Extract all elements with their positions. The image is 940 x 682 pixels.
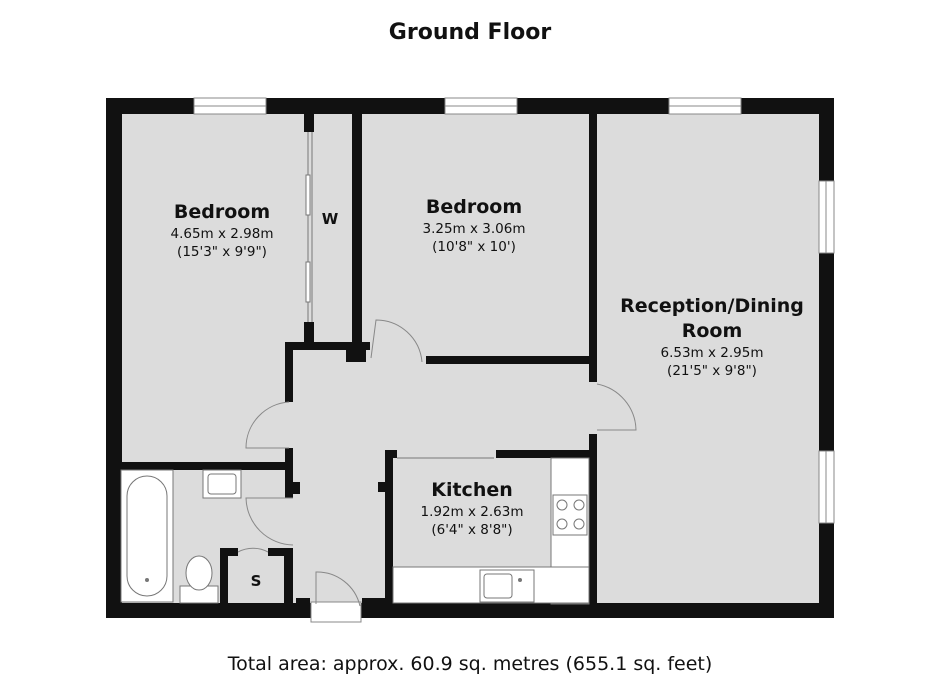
room-dimensions-metric: 4.65m x 2.98m: [171, 226, 274, 242]
room-dimensions-metric: 1.92m x 2.63m: [421, 504, 524, 520]
entrance-door-threshold: [310, 601, 362, 623]
interior-walls: [112, 112, 597, 608]
room-reception-dining: Reception/Dining Room 6.53m x 2.95m (21'…: [620, 295, 804, 379]
room-dimensions-metric: 3.25m x 3.06m: [423, 221, 526, 237]
page-title: Ground Floor: [388, 20, 552, 45]
room-name: Bedroom: [426, 196, 522, 218]
total-area: Total area: approx. 60.9 sq. metres (655…: [227, 653, 713, 675]
room-dimensions-imperial: (6'4" x 8'8"): [431, 522, 512, 538]
storage-label: S: [251, 572, 262, 590]
room-dimensions-metric: 6.53m x 2.95m: [661, 345, 764, 361]
room-dimensions-imperial: (21'5" x 9'8"): [667, 363, 757, 379]
bathroom-fixtures: [120, 469, 242, 604]
room-dimensions-imperial: (15'3" x 9'9"): [177, 244, 267, 260]
room-name: Bedroom: [174, 201, 270, 223]
room-kitchen: Kitchen 1.92m x 2.63m (6'4" x 8'8"): [421, 479, 524, 538]
room-name: Kitchen: [431, 479, 513, 501]
windows: [193, 97, 835, 524]
room-dimensions-imperial: (10'8" x 10'): [432, 239, 516, 255]
room-bedroom-1: Bedroom 4.65m x 2.98m (15'3" x 9'9"): [171, 201, 274, 260]
room-name-line1: Reception/Dining: [620, 295, 804, 317]
room-name-line2: Room: [682, 320, 743, 342]
door-swings: [237, 319, 637, 607]
room-bedroom-2: Bedroom 3.25m x 3.06m (10'8" x 10'): [423, 196, 526, 255]
wardrobe-doors: [304, 132, 314, 350]
wardrobe-label: W: [322, 210, 339, 228]
toilet-bowl: [185, 555, 213, 591]
kitchen-fixtures: [392, 457, 590, 605]
